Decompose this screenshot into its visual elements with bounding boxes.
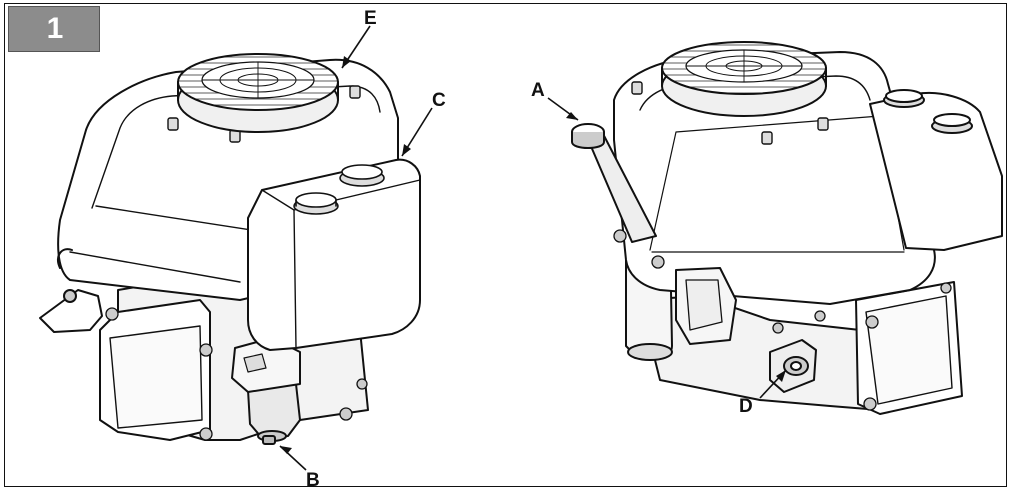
callout-arrowheads [280,56,786,454]
callout-label-a: A [531,80,545,101]
left-fuel-cap [293,164,385,215]
left-fuel-tank [247,158,421,351]
callout-label-e: E [364,8,377,29]
right-air-filter [661,41,827,117]
shroud-bolts [167,85,361,143]
callout-label-c: C [432,90,446,111]
oil-fill-tube [571,123,657,243]
left-throttle-lever [39,248,103,333]
callout-label-b: B [306,470,320,491]
oil-filter [247,383,301,445]
left-air-filter [177,53,339,133]
figure-number: 1 [46,12,64,45]
right-engine [571,41,1003,415]
right-fuel-tank [869,89,1003,251]
figure-frame [4,3,1007,487]
callout-label-d: D [739,396,753,417]
left-engine [39,53,421,445]
figure-number-badge: 1 [8,6,100,52]
